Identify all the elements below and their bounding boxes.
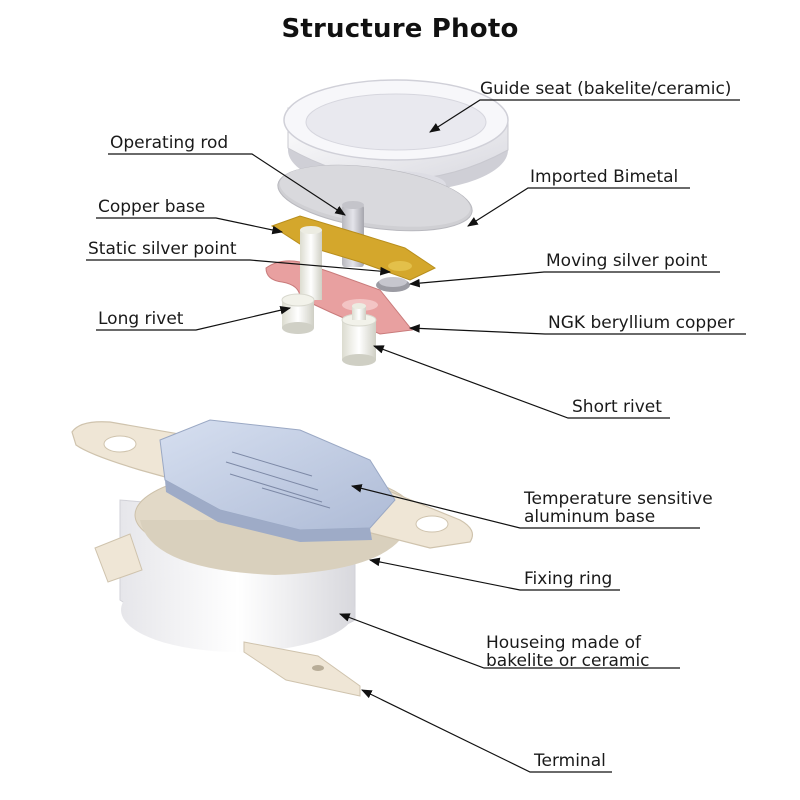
diagram-title: Structure Photo: [281, 14, 519, 44]
label-fixing-ring: Fixing ring: [524, 569, 613, 589]
leader-housing: [338, 613, 680, 669]
label-moving-silver-point: Moving silver point: [546, 251, 708, 271]
leader-terminal: [361, 689, 612, 773]
aluminum-base-part: [159, 419, 396, 542]
label-housing-line1: Houseing made of: [486, 633, 641, 653]
label-short-rivet: Short rivet: [572, 397, 662, 417]
short-rivet-part: [341, 303, 377, 366]
moving-silver-point-part: [376, 277, 410, 292]
label-temp-sensitive-line1: Temperature sensitive: [524, 489, 713, 509]
leader-fixing-ring: [368, 557, 620, 591]
leader-moving-silver-point: [408, 271, 720, 288]
label-operating-rod: Operating rod: [110, 133, 229, 153]
label-ngk-beryllium-copper: NGK beryllium copper: [548, 313, 735, 333]
leader-copper-base: [96, 217, 284, 235]
label-copper-base: Copper base: [98, 197, 206, 217]
leader-temp-sensitive: [350, 484, 700, 529]
label-imported-bimetal: Imported Bimetal: [530, 167, 679, 187]
leader-operating-rod: [108, 153, 346, 216]
terminal-part: [94, 533, 361, 697]
label-temp-sensitive-line2: aluminum base: [524, 507, 656, 527]
leader-long-rivet: [96, 306, 292, 331]
leader-ngk-beryllium: [408, 324, 746, 335]
label-housing-line2: bakelite or ceramic: [486, 651, 650, 671]
label-long-rivet: Long rivet: [98, 309, 184, 329]
label-guide-seat: Guide seat (bakelite/ceramic): [480, 79, 732, 99]
leader-lines: [86, 99, 746, 773]
label-static-silver-point: Static silver point: [88, 239, 237, 259]
leader-static-silver-point: [86, 259, 392, 276]
bimetal-disc-part: [277, 164, 473, 232]
leader-short-rivet: [372, 345, 670, 419]
leader-imported-bimetal: [467, 187, 690, 227]
label-terminal: Terminal: [534, 751, 606, 771]
leader-guide-seat: [429, 99, 740, 133]
